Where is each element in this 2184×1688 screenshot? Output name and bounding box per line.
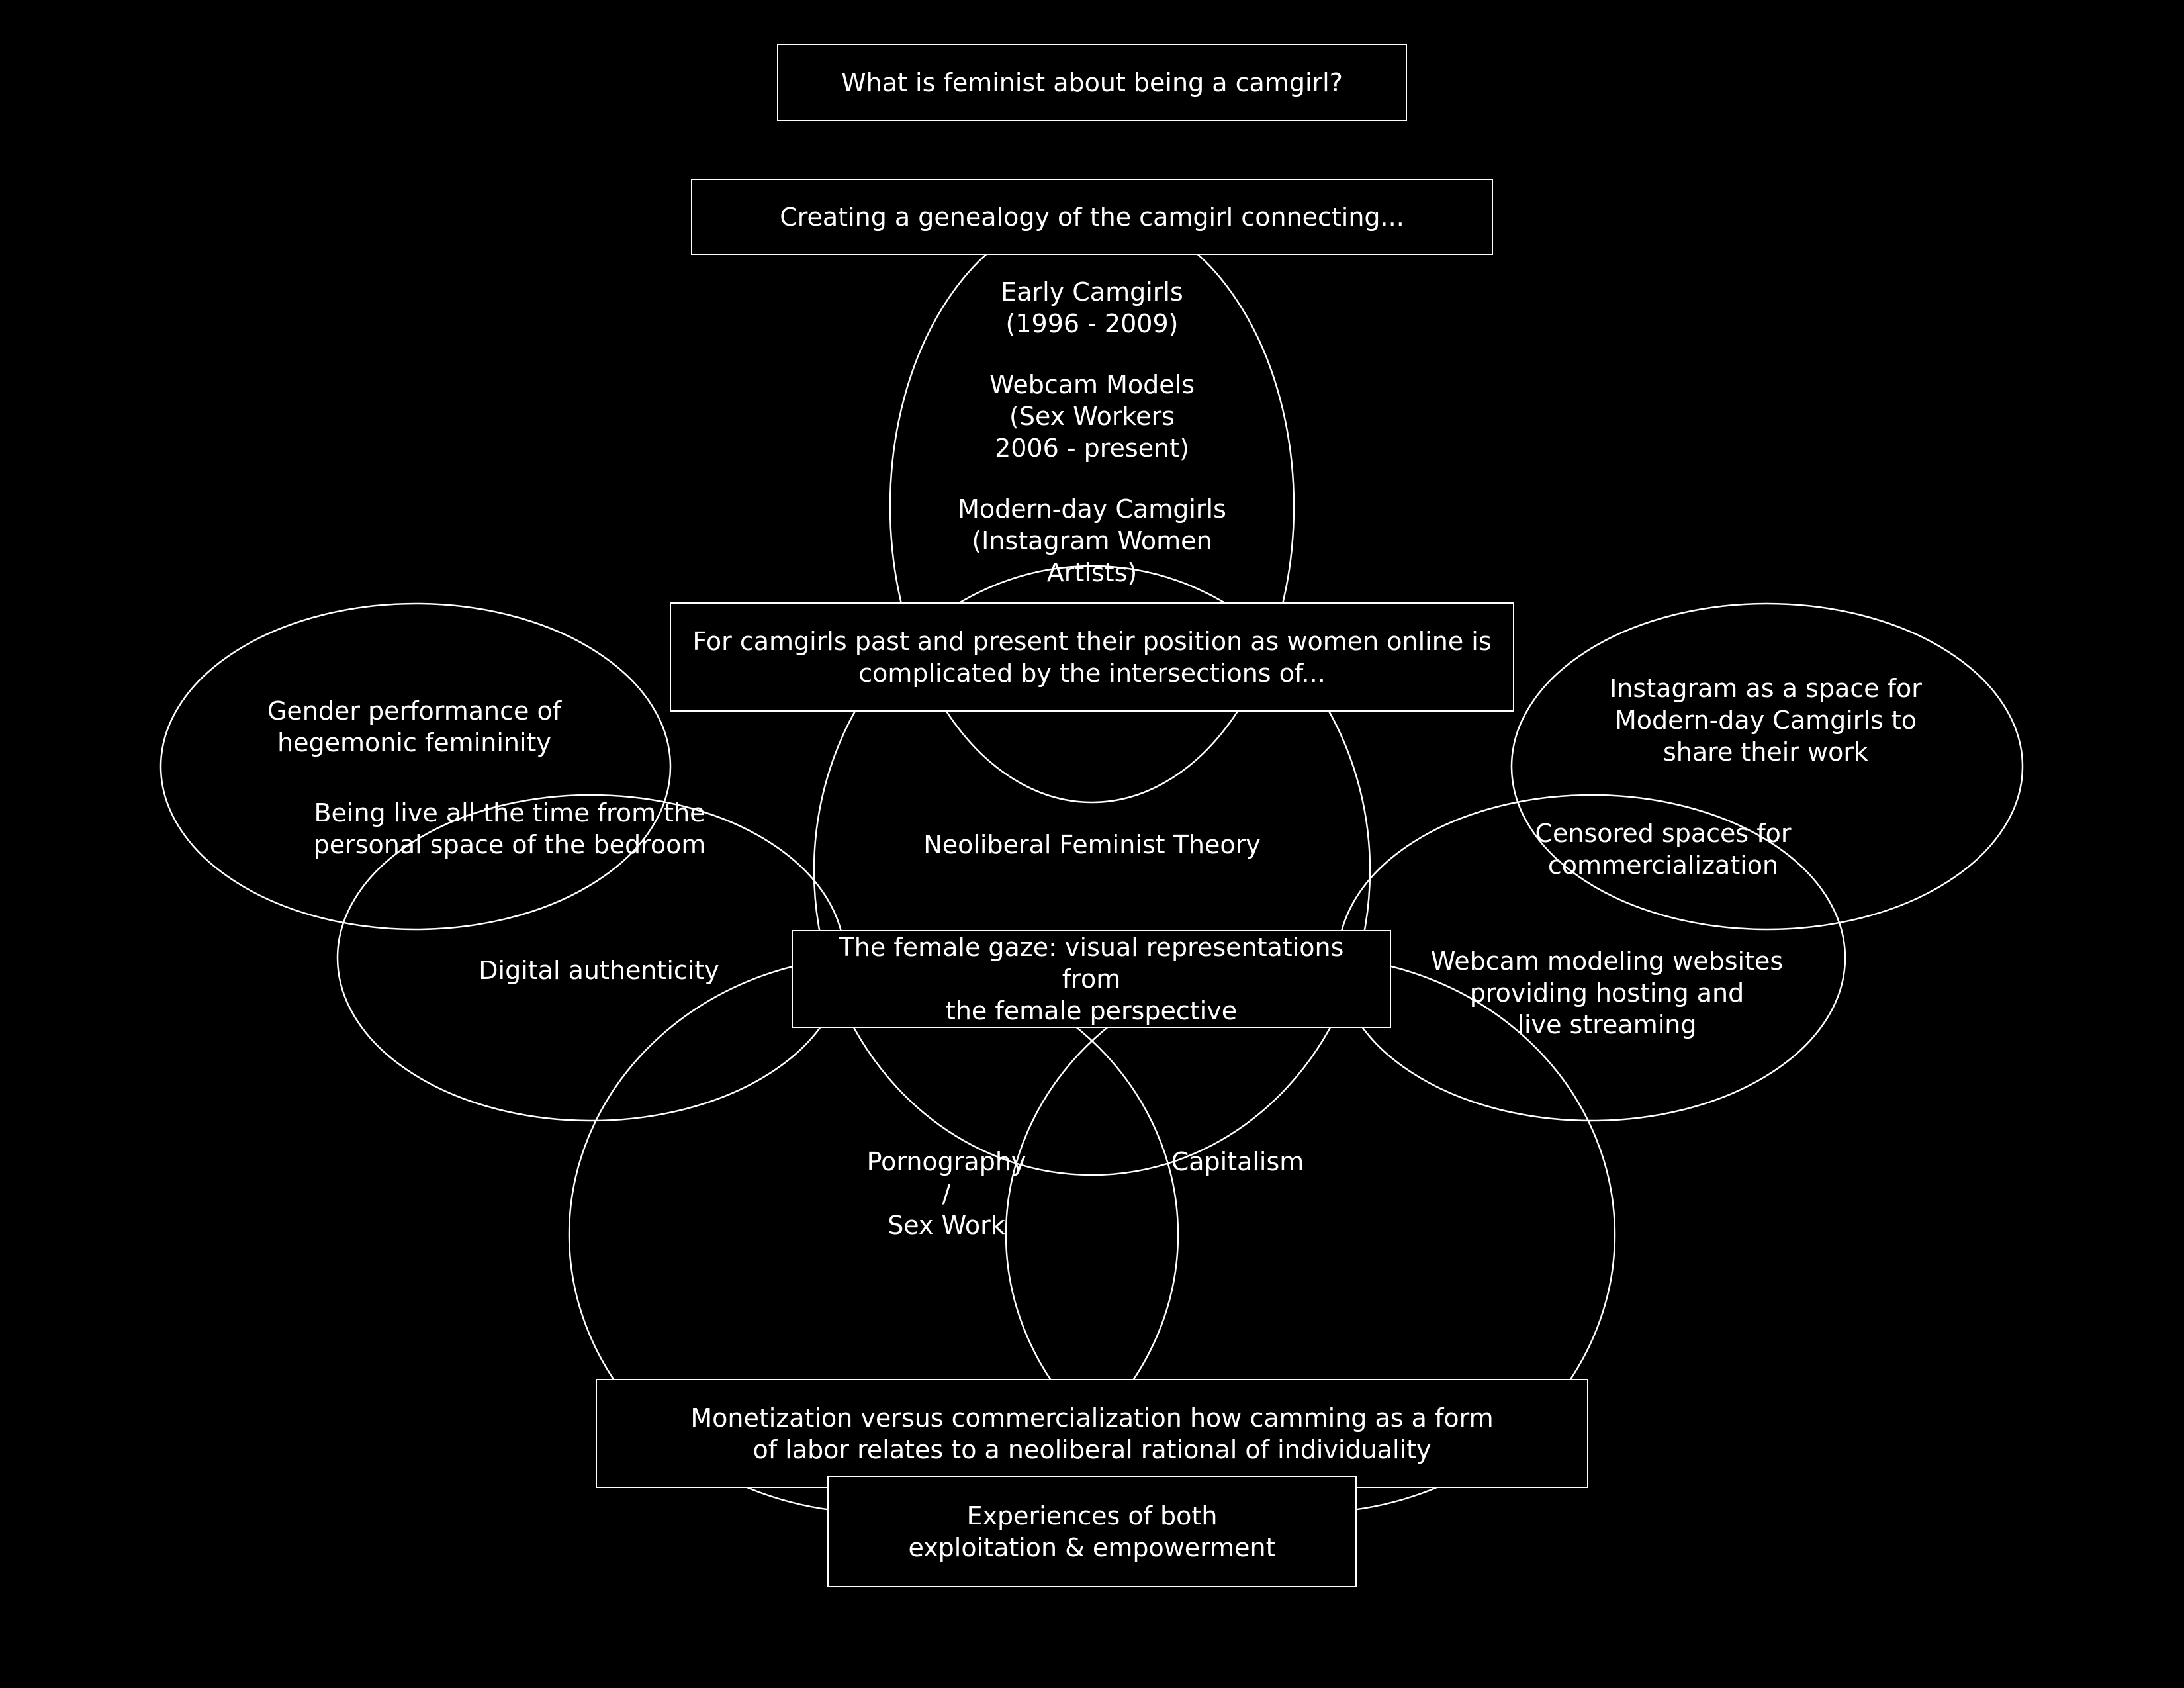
neoliberal-feminist-theory-label: Neoliberal Feminist Theory — [923, 830, 1261, 859]
capitalism-label: Capitalism — [1171, 1147, 1304, 1176]
gender-performance-line-2: hegemonic femininity — [277, 728, 551, 757]
being-live-line-2: personal space of the bedroom — [313, 830, 706, 859]
experiences-line-2: exploitation & empowerment — [908, 1533, 1276, 1562]
experiences-line-1: Experiences of both — [966, 1501, 1218, 1530]
female-gaze-line-1: The female gaze: visual representations … — [839, 933, 1344, 994]
instagram-line-1: Instagram as a space for — [1610, 674, 1922, 703]
pornography-label: Pornography / Sex Work — [814, 1146, 1079, 1241]
monetization-box: Monetization versus commercialization ho… — [596, 1379, 1588, 1488]
early-camgirls-label: Early Camgirls — [1001, 277, 1183, 306]
experiences-box: Experiences of both exploitation & empow… — [827, 1476, 1357, 1587]
modern-camgirls-detail-1: (Instagram Women — [972, 526, 1212, 555]
gender-performance-ellipse — [159, 602, 672, 931]
modern-camgirls-label: Modern-day Camgirls — [958, 494, 1226, 524]
censored-spaces-line-1: Censored spaces for — [1535, 819, 1792, 848]
intersections-box: For camgirls past and present their posi… — [670, 602, 1514, 712]
female-gaze-line-2: the female perspective — [945, 996, 1238, 1025]
webcam-models-label: Webcam Models — [989, 370, 1195, 399]
research-question-box: What is feminist about being a camgirl? — [777, 44, 1407, 121]
neoliberal-feminist-theory-circle — [813, 565, 1371, 1176]
monetization-line-1: Monetization versus commercialization ho… — [690, 1403, 1494, 1432]
webcam-websites-line-2: providing hosting and — [1469, 978, 1745, 1008]
intersections-line-2: complicated by the intersections of... — [858, 658, 1326, 688]
being-live-label: Being live all the time from the persona… — [278, 797, 741, 861]
instagram-label: Instagram as a space for Modern-day Camg… — [1567, 673, 1964, 768]
censored-spaces-label: Censored spaces for commercialization — [1465, 818, 1862, 881]
pornography-line-3: Sex Work — [887, 1211, 1005, 1240]
webcam-models-detail-2: 2006 - present) — [995, 434, 1189, 463]
instagram-line-2: Modern-day Camgirls to — [1615, 706, 1917, 735]
censored-spaces-line-2: commercialization — [1547, 851, 1779, 880]
intersections-line-1: For camgirls past and present their posi… — [692, 626, 1492, 656]
female-gaze-box: The female gaze: visual representations … — [792, 930, 1391, 1028]
instagram-ellipse — [1510, 602, 2024, 931]
instagram-line-3: share their work — [1663, 737, 1868, 767]
genealogy-box: Creating a genealogy of the camgirl conn… — [691, 179, 1493, 255]
pornography-line-1: Pornography — [866, 1147, 1026, 1176]
early-camgirls-years: (1996 - 2009) — [1005, 309, 1179, 338]
gender-performance-label: Gender performance of hegemonic feminini… — [216, 695, 613, 759]
monetization-line-2: of labor relates to a neoliberal rationa… — [752, 1434, 1432, 1464]
camgirl-types-list: Early Camgirls (1996 - 2009) Webcam Mode… — [927, 276, 1257, 588]
research-question-text: What is feminist about being a camgirl? — [841, 68, 1343, 97]
webcam-websites-line-1: Webcam modeling websites — [1430, 947, 1784, 976]
being-live-line-1: Being live all the time from the — [314, 798, 705, 827]
modern-camgirls-detail-2: Artists) — [1046, 558, 1138, 587]
gender-performance-line-1: Gender performance of — [267, 696, 562, 726]
digital-authenticity-label: Digital authenticity — [478, 956, 719, 985]
webcam-models-detail-1: (Sex Workers — [1009, 402, 1175, 431]
genealogy-text: Creating a genealogy of the camgirl conn… — [780, 202, 1404, 232]
pornography-line-2: / — [942, 1179, 951, 1208]
webcam-websites-line-3: live streaming — [1517, 1010, 1697, 1039]
webcam-websites-label: Webcam modeling websites providing hosti… — [1408, 945, 1805, 1041]
